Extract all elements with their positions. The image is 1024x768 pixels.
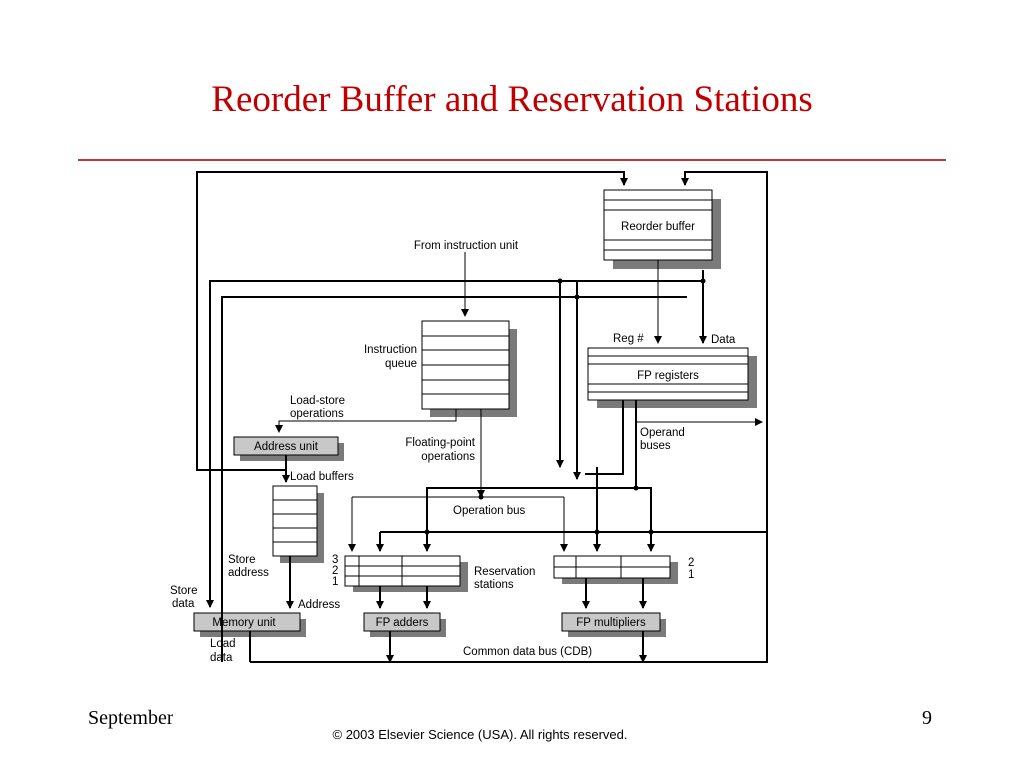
store-data-label-1: Store: [170, 585, 198, 597]
floating-point-label-1: Floating-point: [405, 437, 475, 449]
reservation-stations-label-2: stations: [474, 579, 514, 591]
from-instruction-unit-label: From instruction unit: [414, 240, 519, 252]
instruction-queue-box: [421, 320, 517, 417]
bus-wires: [196, 171, 768, 663]
fp-multipliers-box: FP multipliers: [561, 612, 666, 637]
rs-number-3: 3: [332, 554, 338, 566]
reg-num-label: Reg #: [613, 333, 644, 345]
data-label: Data: [711, 334, 736, 346]
load-data-label-1: Load: [210, 638, 236, 650]
load-buffers-label: Load buffers: [290, 471, 354, 483]
rs-number-1: 1: [332, 576, 338, 588]
page-number: 9: [922, 707, 932, 729]
address-label: Address: [298, 599, 340, 611]
rs-number-2: 2: [332, 565, 338, 577]
slide-title: Reorder Buffer and Reservation Stations: [211, 79, 813, 120]
fp-registers-box: FP registers: [587, 347, 757, 408]
memory-unit-box: Memory unit: [193, 612, 306, 637]
instruction-queue-label-2: queue: [385, 358, 417, 370]
reservation-stations-multipliers: [553, 555, 678, 584]
address-unit-label: Address unit: [254, 441, 319, 453]
thin-wires: [275, 252, 763, 552]
fp-adders-box: FP adders: [363, 612, 446, 637]
reorder-buffer-box: Reorder buffer: [603, 189, 721, 269]
fp-registers-label: FP registers: [637, 370, 699, 382]
cdb-label: Common data bus (CDB): [463, 646, 592, 658]
instruction-queue-label-1: Instruction: [364, 344, 417, 356]
fp-adders-label: FP adders: [376, 617, 429, 629]
load-data-label-2: data: [210, 652, 233, 664]
fp-multipliers-label: FP multipliers: [576, 617, 646, 629]
reservation-stations-label-1: Reservation: [474, 566, 535, 578]
store-data-label-2: data: [172, 598, 195, 610]
operand-buses-label-2: buses: [640, 440, 671, 452]
reorder-buffer-label: Reorder buffer: [621, 221, 695, 233]
title-divider: [78, 159, 946, 161]
junction-dots: [424, 278, 706, 535]
reservation-stations-adders: [344, 555, 468, 592]
load-buffers-box: [272, 485, 324, 563]
address-unit-box: Address unit: [233, 436, 344, 461]
operation-bus-label: Operation bus: [453, 505, 525, 517]
memory-unit-label: Memory unit: [212, 617, 276, 629]
store-address-label-1: Store: [228, 554, 256, 566]
load-store-label-1: Load-store: [290, 395, 345, 407]
load-store-label-2: operations: [290, 408, 344, 420]
copyright-notice: © 2003 Elsevier Science (USA). All right…: [332, 727, 628, 742]
rs-right-number-1: 1: [688, 569, 694, 581]
footer-date: September: [88, 707, 173, 729]
store-address-label-2: address: [228, 567, 269, 579]
operand-buses-label-1: Operand: [640, 427, 685, 439]
rs-right-number-2: 2: [688, 557, 694, 569]
floating-point-label-2: operations: [421, 451, 475, 463]
